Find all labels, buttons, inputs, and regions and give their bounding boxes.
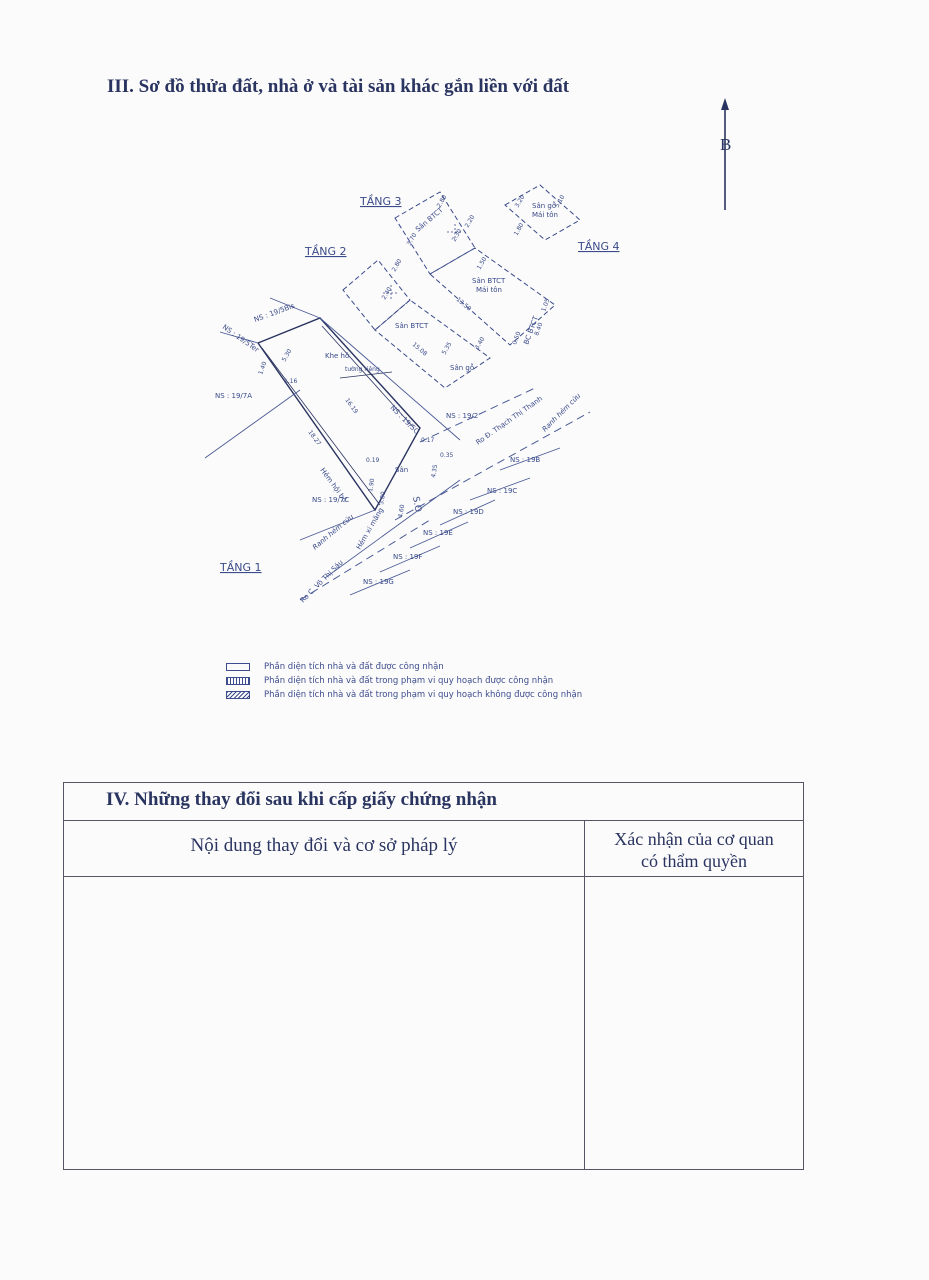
dim-label: 1.05 <box>540 298 551 313</box>
plan-text-ns-19c: NS : 19C <box>487 487 517 495</box>
legend-text: Phần diện tích nhà và đất trong phạm vi … <box>264 690 583 700</box>
dim-label: 2.30 <box>451 228 464 243</box>
section-3-title: III. Sơ đồ thửa đất, nhà ở và tài sản kh… <box>107 76 570 97</box>
dim-label: 0.50 <box>511 331 522 346</box>
land-plot-diagram: B TẦNG 3 TẦNG 2 TẦNG 4 TẦNG 1 <box>204 98 731 604</box>
dim-label: 0.19 <box>366 457 380 464</box>
legend-item-planned-recognized: Phần diện tích nhà và đất trong phạm vi … <box>226 674 582 688</box>
north-label: B <box>720 135 731 154</box>
plan-text-ns-19b: NS : 19B <box>510 456 540 464</box>
plan-text-san-btct-mai-ton: Sân BTCT <box>472 277 506 285</box>
legend-swatch-dotted <box>226 677 250 685</box>
confirmation-cell <box>585 877 803 1169</box>
plan-text-mai-ton-1: Mái tôn <box>476 286 502 294</box>
column-header-confirmation: Xác nhận của cơ quan có thẩm quyền <box>585 821 803 876</box>
section-4-title: IV. Những thay đổi sau khi cấp giấy chứn… <box>64 783 803 821</box>
plan-text-ns-195bis: NS : 19/5Bis <box>253 302 296 324</box>
dim-label: 2.80 <box>436 194 449 209</box>
plan-text-ns-197c: NS : 19/7C <box>312 496 349 504</box>
plan-text-khe-ho: Khe hở <box>325 352 350 360</box>
table-header-row: Nội dung thay đổi và cơ sở pháp lý Xác n… <box>64 821 803 877</box>
plan-text-tuong-rieng: tường riêng <box>345 366 380 373</box>
legend-item-planned-not-recognized: Phần diện tích nhà và đất trong phạm vi … <box>226 688 582 702</box>
plan-text-ns-19g: NS : 19G <box>363 578 394 586</box>
dim-label: 3.20 <box>514 194 527 209</box>
legend-swatch-plain <box>226 663 250 671</box>
dim-label: 4.35 <box>430 464 439 479</box>
dim-label: 5.35 <box>441 341 454 356</box>
dim-label: 13.50 <box>455 296 473 313</box>
plan-text-ranh-hem-1: Ranh hẻm cứu <box>311 512 355 551</box>
legend-text: Phần diện tích nhà và đất được công nhận <box>264 662 444 672</box>
plan-text-san-go-2: Sân gỗ <box>450 363 474 372</box>
legend-text: Phần diện tích nhà và đất trong phạm vi … <box>264 676 554 686</box>
legend-item-recognized: Phần diện tích nhà và đất được công nhận <box>226 660 582 674</box>
dim-label: 15.08 <box>411 341 429 358</box>
plan-text-road-thach-thi-thanh: Ro Đ. Thạch Thị Thanh <box>475 395 544 447</box>
floor-label-4: TẦNG 4 <box>577 239 620 253</box>
dim-label: 1.40 <box>257 361 268 376</box>
dim-label: 3.80 <box>378 491 387 506</box>
floor-label-2: TẦNG 2 <box>304 244 347 258</box>
dim-label: 4.60 <box>397 504 406 519</box>
plan-text-ns-19f: NS : 19F <box>393 553 422 561</box>
dim-label: 1.50 <box>476 256 489 271</box>
legend: Phần diện tích nhà và đất được công nhận… <box>226 660 582 702</box>
road-boundary-dashed <box>299 387 591 601</box>
dim-label: 2.20 <box>464 214 477 229</box>
plan-text-ns-197a: NS : 19/7A <box>215 392 252 400</box>
plan-text-mai-ton-2: Mái tôn <box>532 211 558 219</box>
floor-label-3: TẦNG 3 <box>359 194 402 208</box>
table-body-row <box>64 877 803 1169</box>
plan-text-san-btct-2: Sân BTCT <box>395 322 429 330</box>
floor-label-1: TẦNG 1 <box>219 560 262 574</box>
dim-label: 0.17 <box>421 437 435 444</box>
dim-label: 16.19 <box>343 397 359 415</box>
plan-text-so: S.O <box>410 496 423 513</box>
plan-text-hem-xi-mang: Hẻm xi măng <box>355 506 385 551</box>
plan-text-ns-195c: NS : 19/5C <box>389 404 421 436</box>
changes-table: IV. Những thay đổi sau khi cấp giấy chứn… <box>63 782 804 1170</box>
floor-2-outline <box>342 259 491 389</box>
plan-text-ranh-hem-2: Ranh hẻm cứu <box>541 391 583 433</box>
legend-swatch-hatched <box>226 691 250 699</box>
plan-text-ns-19d: NS : 19D <box>453 508 484 516</box>
north-arrow: B <box>720 98 731 210</box>
column-header-confirmation-line2: có thẩm quyền <box>641 851 747 871</box>
dim-label: 5.30 <box>281 348 294 363</box>
dim-label: 0.35 <box>440 452 454 459</box>
column-header-content-text: Nội dung thay đổi và cơ sở pháp lý <box>190 835 458 856</box>
plan-text-ns-195ter: NS : 19/5Ter <box>221 323 260 354</box>
dim-label: 1.16 <box>284 378 298 385</box>
plan-text-ns-192: NS : 19/2 <box>446 412 478 420</box>
neighbour-lines <box>204 297 561 596</box>
dim-label: 3.70 <box>406 232 419 247</box>
floor-3-outline <box>394 191 556 346</box>
dim-label: 8.40 <box>533 322 544 337</box>
plan-text-san-ground: Sân <box>395 466 408 474</box>
plan-text-ns-19e: NS : 19E <box>423 529 453 537</box>
dim-label: 1.80 <box>513 222 526 237</box>
plan-text-san-btct-1: Sân BTCT <box>414 206 445 234</box>
column-header-confirmation-line1: Xác nhận của cơ quan <box>614 829 774 849</box>
plan-text-road-vo-thi-sau: Ro C. Võ Thị Sáu <box>299 558 345 604</box>
dim-label: 2.80 <box>391 258 404 273</box>
floor-4-outline <box>504 184 581 241</box>
stair-marks <box>383 224 463 301</box>
dim-label: 3.40 <box>474 336 487 351</box>
content-cell <box>64 877 585 1169</box>
column-header-content: Nội dung thay đổi và cơ sở pháp lý <box>64 821 585 876</box>
dim-label: 1.90 <box>367 478 376 493</box>
plan-text-san-go-4: Sân gỗ <box>532 201 556 210</box>
